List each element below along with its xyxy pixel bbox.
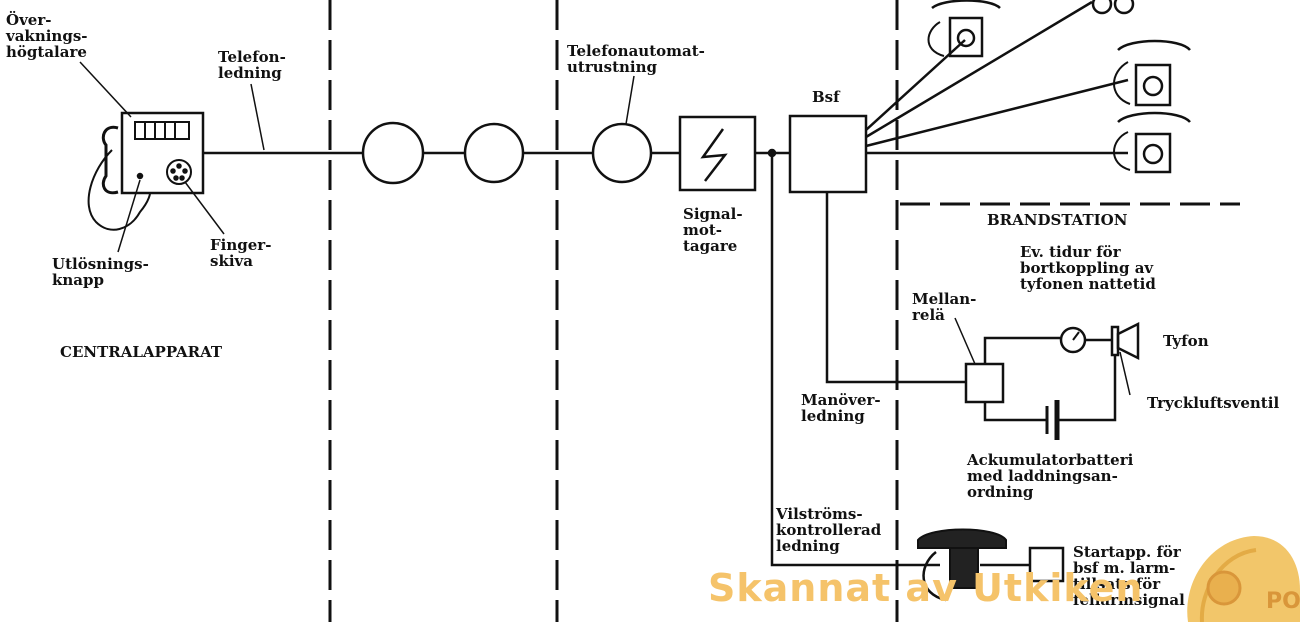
label-tyfon: Tyfon [1163,332,1209,350]
label-ackumulatorbatteri: Ackumulatorbatteri med laddningsan- ordn… [967,451,1134,501]
central-apparatus [87,111,205,231]
fire-station-phones [927,0,1191,174]
separator-lines [328,0,1240,622]
leader-lines [79,61,1131,396]
label-vilstromskontrollerad-ledning: Vilströms- kontrollerad ledning [776,505,882,555]
watermark-text: Skannat av Utkiken [708,566,1144,610]
bottom-phone [917,528,1007,602]
label-startapp: Startapp. för bsf m. larm- tillsats för … [1073,543,1185,609]
label-bsf: Bsf [812,88,840,106]
label-mellanrela: Mellan- relä [912,290,977,324]
label-centralapparat: CENTRALAPPARAT [60,343,223,361]
label-utlosningsknapp: Utlösnings- knapp [52,255,149,289]
label-tryckluftsventil: Tryckluftsventil [1147,394,1280,412]
label-signalmottagare: Signal- mot- tagare [683,205,743,255]
bsf-branch-lines [865,0,1129,155]
vilstroms-line [767,148,1065,583]
svg-text:PO: PO [1266,589,1300,614]
label-telefonautomatutrustning: Telefonautomat- utrustning [567,42,705,76]
label-manoverledning: Manöver- ledning [801,391,881,425]
label-overvakningshogtalare: Över- vaknings- högtalare [6,11,88,61]
label-tidur: Ev. tidur för bortkoppling av tyfonen na… [1020,243,1156,293]
label-telefonledning: Telefon- ledning [218,48,286,82]
bsf-box [788,114,868,194]
exchange-circles [361,121,653,185]
label-fingerskiva: Finger- skiva [210,236,272,270]
helmet-logo: PO [1187,536,1300,622]
label-brandstation: BRANDSTATION [987,211,1128,229]
signal-receiver [678,115,757,192]
manover-circuit [825,192,1140,440]
